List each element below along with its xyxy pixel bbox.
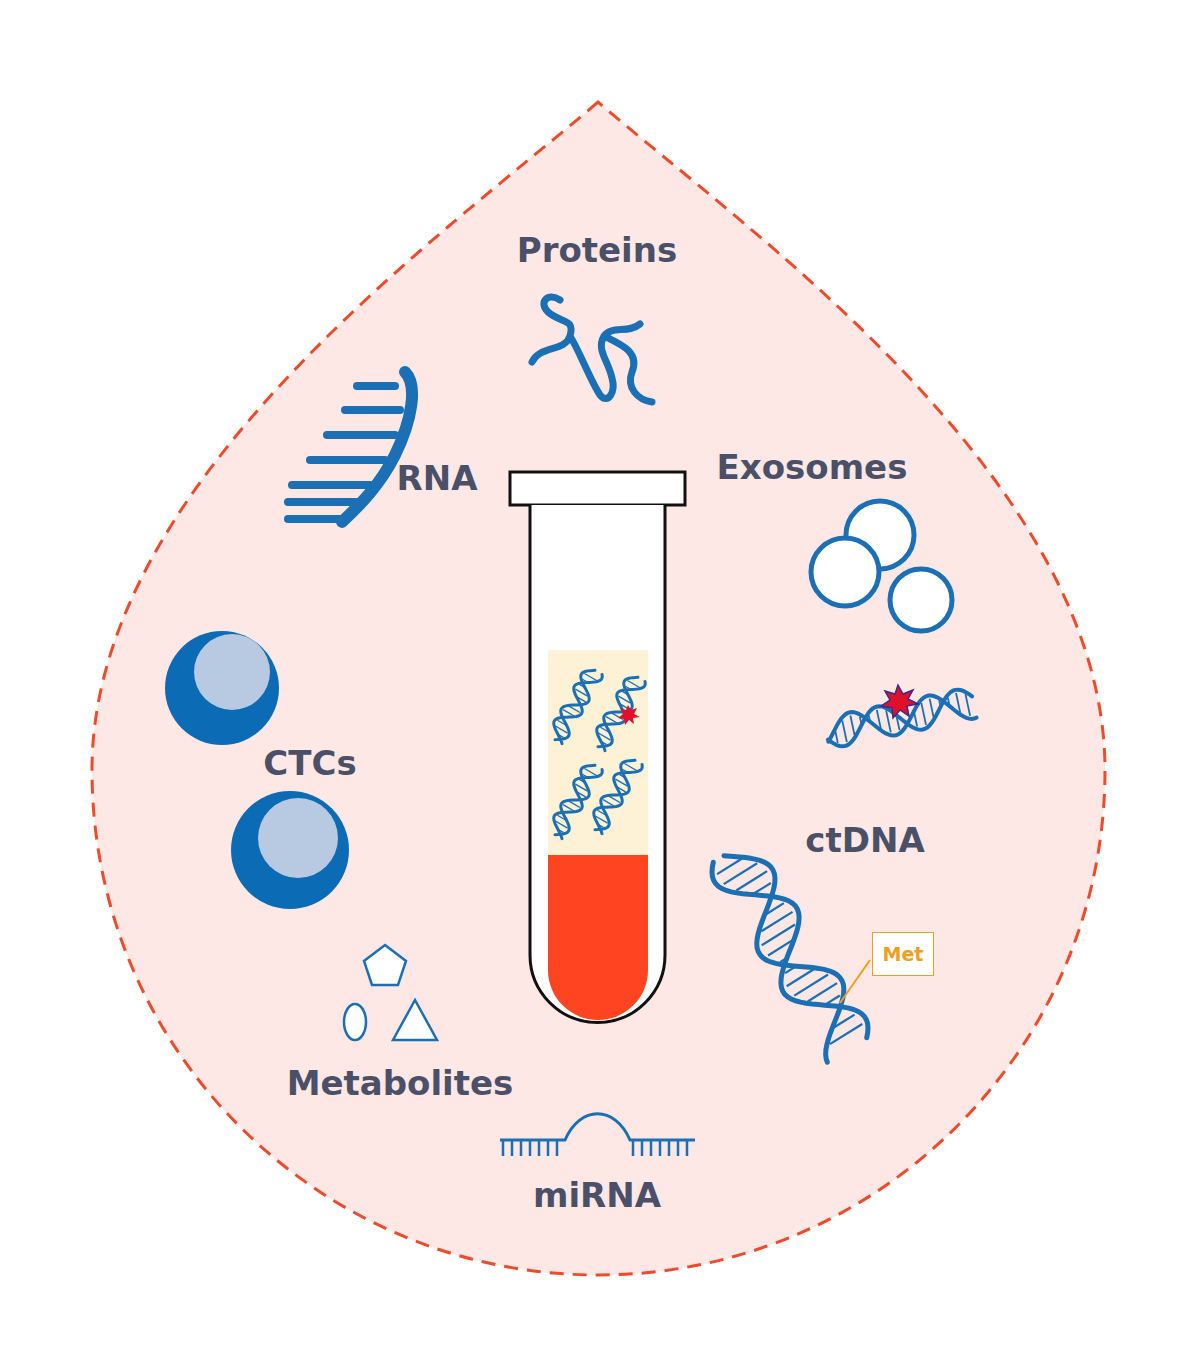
blood-cells-layer: [548, 855, 648, 1020]
annotation-box: Met: [872, 932, 934, 976]
component-label: CTCs: [263, 743, 356, 783]
tube-cap: [510, 472, 685, 505]
dna-helix: [705, 838, 874, 1063]
exosome-icons: [811, 501, 952, 631]
component-label: Proteins: [517, 230, 677, 270]
component-label: Metabolites: [287, 1063, 514, 1103]
dna-helix: [586, 755, 643, 834]
annotation-text: Met: [883, 943, 924, 965]
component-label: miRNA: [533, 1175, 661, 1215]
component-label: ctDNA: [805, 820, 924, 860]
blood-drop: [92, 102, 1105, 1275]
leader-line: [840, 960, 870, 1003]
mutation-star: [881, 685, 918, 718]
dna-helix: [546, 665, 603, 744]
mutation-star: [618, 705, 640, 725]
protein-icon: [532, 297, 652, 402]
dna-helix: [546, 760, 603, 839]
tube-body: [530, 505, 665, 1022]
rna-bases: [288, 386, 400, 519]
component-label: Exosomes: [717, 447, 908, 487]
mirna-ticks: [503, 1140, 687, 1156]
metabolite-shapes: [344, 945, 437, 1040]
component-label: RNA: [397, 458, 478, 498]
mirna-strand: [500, 1114, 695, 1140]
dna-helices: [546, 665, 976, 1062]
dna-helix: [589, 672, 646, 751]
